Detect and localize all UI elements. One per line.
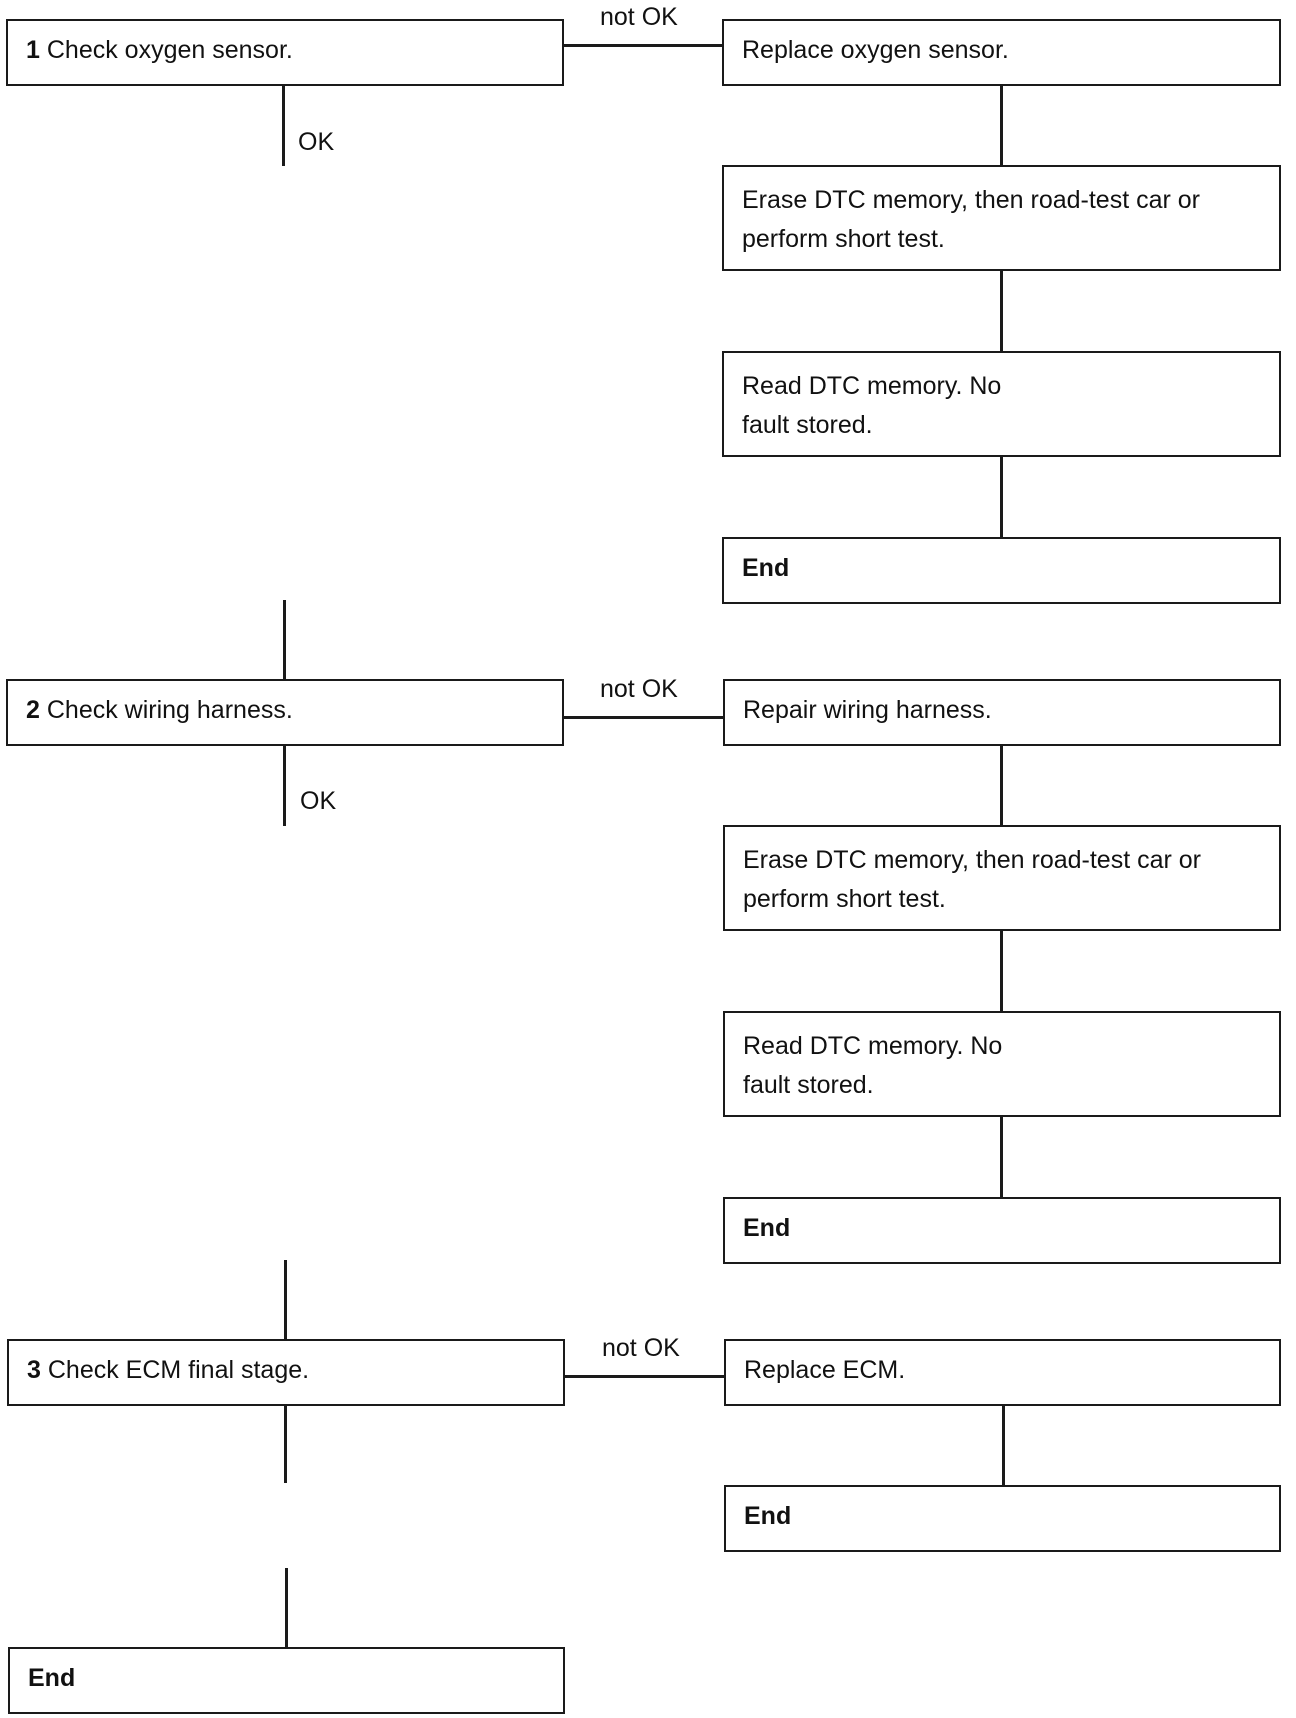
- step-3-action-replace-ecm: Replace ECM.: [724, 1339, 1281, 1406]
- step-3-action-replace-text: Replace ECM.: [744, 1356, 906, 1384]
- step-3-entry-connector: [284, 1260, 287, 1340]
- step-1-not-ok-connector: [564, 44, 724, 47]
- step-1-action-replace-text: Replace oxygen sensor.: [742, 36, 1009, 64]
- step-2-box: 2 Check wiring harness.: [6, 679, 564, 746]
- step-1-action-read: Read DTC memory. No fault stored.: [722, 351, 1281, 457]
- step-1-action-connector-3: [1000, 457, 1003, 537]
- step-1-ok-label: OK: [298, 128, 335, 156]
- step-2-action-connector-1: [1000, 746, 1003, 826]
- step-3-action-end: End: [724, 1485, 1281, 1552]
- step-3-action-connector-1: [1002, 1406, 1005, 1486]
- step-1-number: 1: [26, 36, 40, 64]
- step-2-not-ok-connector: [564, 716, 724, 719]
- step-2-action-read-text: Read DTC memory. No fault stored.: [743, 1032, 1003, 1099]
- step-2-title: Check wiring harness.: [46, 696, 293, 724]
- step-3-number: 3: [27, 1356, 41, 1384]
- step-1-not-ok-label: not OK: [600, 3, 678, 31]
- step-2-action-connector-3: [1000, 1117, 1003, 1197]
- final-end-box: End: [8, 1647, 565, 1714]
- step-2-not-ok-label: not OK: [600, 675, 678, 703]
- step-3-box: 3 Check ECM final stage.: [7, 1339, 565, 1406]
- step-2-end-text: End: [743, 1214, 791, 1242]
- step-2-entry-connector: [283, 600, 286, 680]
- step-1-action-replace: Replace oxygen sensor.: [722, 19, 1281, 86]
- step-2-action-erase: Erase DTC memory, then road-test car or …: [723, 825, 1281, 931]
- step-1-end-text: End: [742, 554, 790, 582]
- step-3-not-ok-connector: [565, 1375, 725, 1378]
- step-3-ok-connector: [284, 1406, 287, 1483]
- step-2-action-read: Read DTC memory. No fault stored.: [723, 1011, 1281, 1117]
- step-2-number: 2: [26, 696, 40, 724]
- final-end-connector: [285, 1568, 288, 1648]
- step-2-ok-connector: [283, 746, 286, 826]
- final-end-text: End: [28, 1664, 76, 1692]
- step-1-ok-connector: [282, 86, 285, 166]
- step-2-action-repair-text: Repair wiring harness.: [743, 696, 992, 724]
- step-1-action-erase-text: Erase DTC memory, then road-test car or …: [742, 186, 1201, 253]
- step-2-action-end: End: [723, 1197, 1281, 1264]
- step-2-action-connector-2: [1000, 931, 1003, 1011]
- step-1-box: 1 Check oxygen sensor.: [6, 19, 564, 86]
- step-2-ok-label: OK: [300, 787, 337, 815]
- step-1-action-read-text: Read DTC memory. No fault stored.: [742, 372, 1002, 439]
- step-2-action-erase-text: Erase DTC memory, then road-test car or …: [743, 846, 1202, 913]
- step-3-end-text: End: [744, 1502, 792, 1530]
- step-2-action-repair: Repair wiring harness.: [723, 679, 1281, 746]
- step-1-action-end: End: [722, 537, 1281, 604]
- step-3-not-ok-label: not OK: [602, 1334, 680, 1362]
- step-3-title: Check ECM final stage.: [47, 1356, 310, 1384]
- step-1-action-connector-2: [1000, 271, 1003, 351]
- step-1-title: Check oxygen sensor.: [46, 36, 293, 64]
- step-1-action-connector-1: [1000, 86, 1003, 166]
- step-1-action-erase: Erase DTC memory, then road-test car or …: [722, 165, 1281, 271]
